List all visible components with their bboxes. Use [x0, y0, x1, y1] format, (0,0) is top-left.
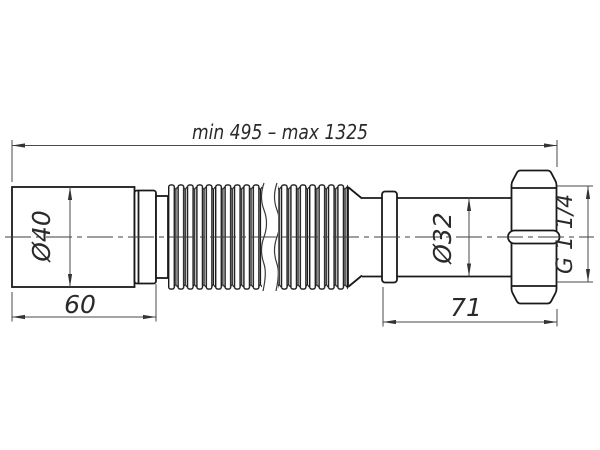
arrowhead-left	[12, 143, 25, 148]
arrowhead-top	[585, 186, 591, 199]
pipe-part	[5, 169, 594, 305]
arrowhead-bottom	[67, 274, 73, 287]
outlet-length-label: 71	[450, 293, 482, 322]
arrowhead-bottom	[585, 269, 591, 282]
dim-outlet-diameter: Ø32	[428, 198, 472, 277]
thread-size-label: G 1 1/4	[553, 194, 578, 274]
dim-overall-length: min 495 – max 1325	[11, 120, 558, 182]
union-nut	[507, 169, 561, 305]
dim-inlet-diameter: Ø40	[27, 187, 73, 287]
arrowhead-right	[143, 314, 156, 320]
dim-thread-size: G 1 1/4	[553, 185, 593, 283]
extension-lines-thread	[557, 185, 593, 283]
extension-lines-71	[382, 287, 558, 327]
arrowhead-top	[67, 187, 73, 200]
arrowhead-left	[12, 314, 25, 320]
inlet-diameter-label: Ø40	[27, 210, 56, 263]
arrowhead-left	[383, 319, 396, 325]
extension-lines-overall	[11, 140, 558, 182]
inlet-length-label: 60	[64, 290, 96, 319]
arrowhead-bottom	[466, 263, 472, 277]
dim-inlet-length: 60	[11, 284, 157, 322]
arrowhead-top	[466, 198, 472, 211]
dim-outlet-length: 71	[382, 287, 558, 327]
arrowhead-right	[544, 319, 557, 325]
inlet-socket	[11, 186, 136, 288]
arrowhead-right	[544, 143, 557, 148]
overall-length-label: min 495 – max 1325	[192, 120, 368, 144]
outlet-diameter-label: Ø32	[428, 212, 457, 265]
taper-cone	[347, 186, 363, 288]
